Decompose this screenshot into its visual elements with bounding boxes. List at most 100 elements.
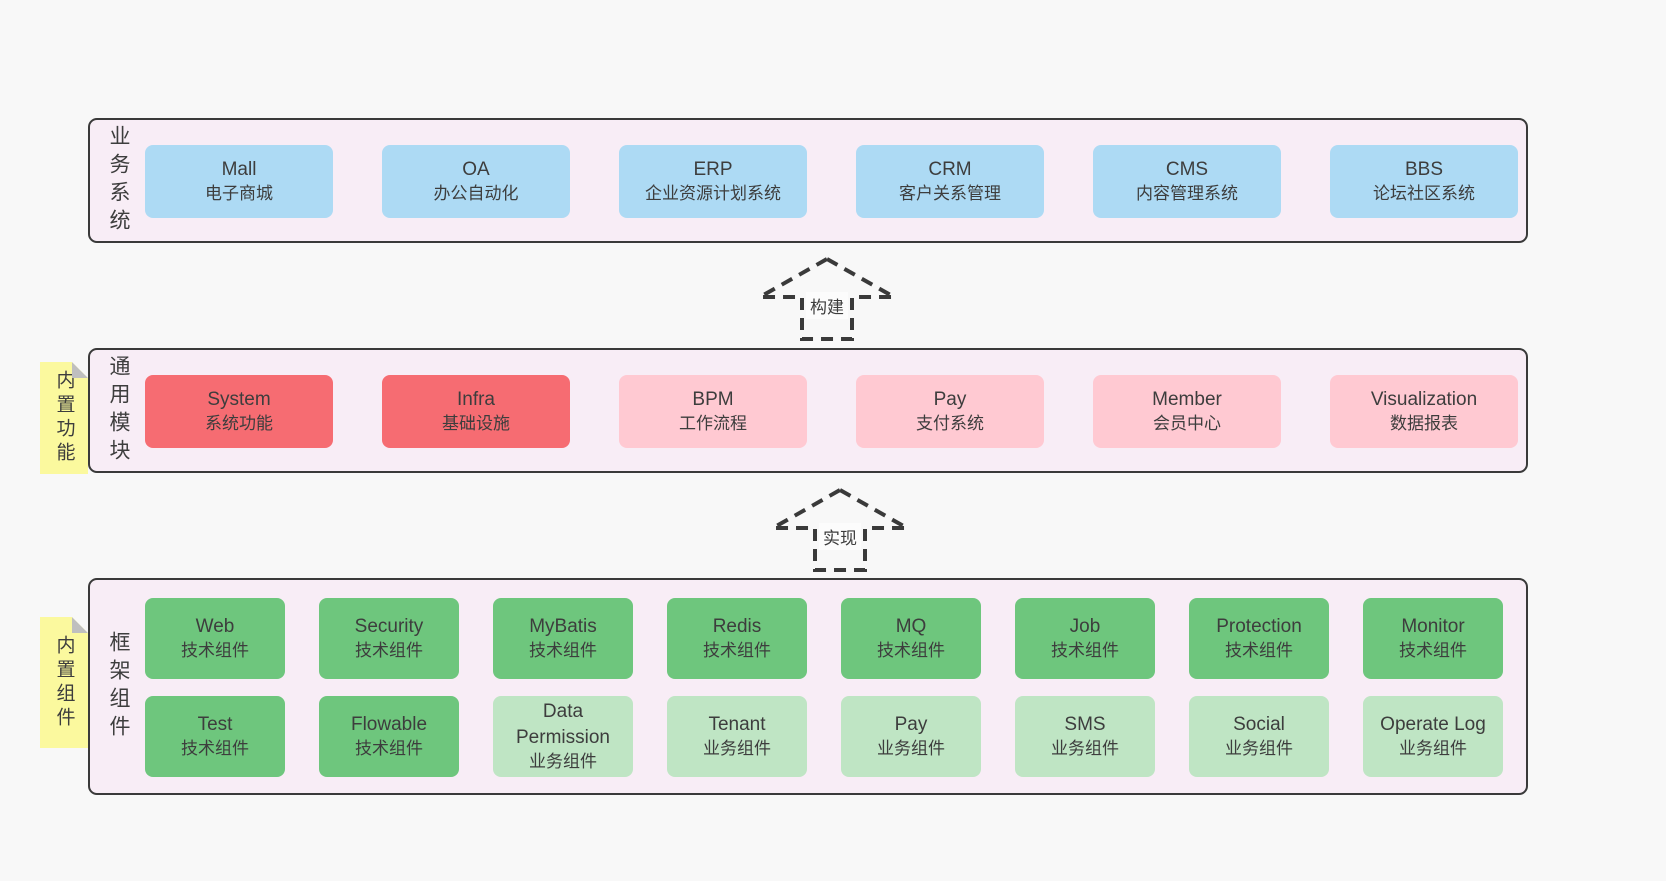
box-title: OA [462,159,490,181]
box-title: Member [1152,389,1222,411]
box-pay-module: Pay 支付系统 [856,375,1044,448]
box-subtitle: 企业资源计划系统 [645,183,781,203]
box-subtitle: 技术组件 [1051,640,1119,660]
box-subtitle: 技术组件 [355,738,423,758]
box-title: MyBatis [529,616,597,638]
sticky-note-label: 内置功能 [53,370,75,466]
box-subtitle: 技术组件 [703,640,771,660]
box-title: Tenant [708,714,766,736]
box-mybatis: MyBatis 技术组件 [493,598,633,679]
box-title: Redis [712,616,762,638]
box-title: Social [1233,714,1285,736]
box-subtitle: 业务组件 [1051,738,1119,758]
box-erp: ERP 企业资源计划系统 [619,145,807,218]
box-title: Protection [1216,616,1302,638]
box-monitor: Monitor 技术组件 [1363,598,1503,679]
box-title: ERP [693,159,733,181]
box-bpm: BPM 工作流程 [619,375,807,448]
box-data-permission: Data Permission 业务组件 [493,696,633,777]
box-subtitle: 业务组件 [1399,738,1467,758]
box-operate-log: Operate Log 业务组件 [1363,696,1503,777]
box-social: Social 业务组件 [1189,696,1329,777]
box-title: Security [354,616,424,638]
box-subtitle: 内容管理系统 [1136,183,1238,203]
build-arrow: 构建 [757,256,897,342]
box-title: Monitor [1401,616,1465,638]
box-title: Pay [894,714,928,736]
implement-arrow: 实现 [770,487,910,573]
box-subtitle: 业务组件 [703,738,771,758]
box-tenant: Tenant 业务组件 [667,696,807,777]
box-subtitle: 支付系统 [916,413,984,433]
box-subtitle: 系统功能 [205,413,273,433]
box-title: Pay [933,389,967,411]
box-mq: MQ 技术组件 [841,598,981,679]
box-title: Infra [456,389,496,411]
band-label: 框架组件 [107,630,130,743]
box-subtitle: 技术组件 [181,640,249,660]
box-title: BBS [1404,159,1444,181]
band-common-modules: 通用模块 System 系统功能 Infra 基础设施 BPM 工作流程 Pay… [88,348,1528,473]
band-framework-components: 框架组件 Web 技术组件 Security 技术组件 MyBatis 技术组件… [88,578,1528,795]
arrow-label: 构建 [806,292,848,319]
box-web: Web 技术组件 [145,598,285,679]
box-flowable: Flowable 技术组件 [319,696,459,777]
box-subtitle: 技术组件 [1399,640,1467,660]
sticky-note-builtin-features: 内置功能 [40,362,88,474]
box-title: Data Permission [516,701,610,749]
box-title: CMS [1165,159,1209,181]
box-system: System 系统功能 [145,375,333,448]
band-label: 业务系统 [107,124,130,237]
box-subtitle: 技术组件 [1225,640,1293,660]
box-test: Test 技术组件 [145,696,285,777]
box-subtitle: 技术组件 [877,640,945,660]
arrow-up-icon [757,256,897,341]
folded-corner-icon [72,362,88,378]
box-title: SMS [1064,714,1106,736]
box-subtitle: 工作流程 [679,413,747,433]
box-redis: Redis 技术组件 [667,598,807,679]
box-title: System [207,389,271,411]
box-subtitle: 业务组件 [877,738,945,758]
box-row: Test 技术组件 Flowable 技术组件 Data Permission … [145,696,1526,777]
arrow-label: 实现 [819,523,861,550]
box-member: Member 会员中心 [1093,375,1281,448]
box-subtitle: 业务组件 [1225,738,1293,758]
box-title: BPM [692,389,734,411]
box-subtitle: 电子商城 [205,183,273,203]
box-oa: OA 办公自动化 [382,145,570,218]
box-subtitle: 技术组件 [355,640,423,660]
box-title: Test [197,714,233,736]
box-title: MQ [895,616,927,638]
box-subtitle: 论坛社区系统 [1373,183,1475,203]
box-subtitle: 技术组件 [529,640,597,660]
box-title: Flowable [350,714,428,736]
box-title: Visualization [1370,389,1478,411]
folded-corner-icon [72,617,88,633]
box-row: Web 技术组件 Security 技术组件 MyBatis 技术组件 Redi… [145,598,1526,679]
box-pay-component: Pay 业务组件 [841,696,981,777]
box-title: Mall [221,159,257,181]
box-row: System 系统功能 Infra 基础设施 BPM 工作流程 Pay 支付系统… [145,375,1526,448]
box-subtitle: 数据报表 [1390,413,1458,433]
box-subtitle: 办公自动化 [433,183,519,203]
box-title: CRM [928,159,972,181]
box-subtitle: 会员中心 [1153,413,1221,433]
box-sms: SMS 业务组件 [1015,696,1155,777]
box-subtitle: 基础设施 [442,413,510,433]
box-title: Operate Log [1380,714,1486,736]
box-security: Security 技术组件 [319,598,459,679]
box-bbs: BBS 论坛社区系统 [1330,145,1518,218]
arrow-up-icon [770,487,910,572]
box-title: Job [1069,616,1101,638]
band-business-systems: 业务系统 Mall 电子商城 OA 办公自动化 ERP 企业资源计划系统 CRM… [88,118,1528,243]
sticky-note-label: 内置组件 [53,634,75,731]
box-subtitle: 业务组件 [529,751,597,771]
box-visualization: Visualization 数据报表 [1330,375,1518,448]
box-subtitle: 客户关系管理 [899,183,1001,203]
box-mall: Mall 电子商城 [145,145,333,218]
box-protection: Protection 技术组件 [1189,598,1329,679]
box-crm: CRM 客户关系管理 [856,145,1044,218]
box-infra: Infra 基础设施 [382,375,570,448]
